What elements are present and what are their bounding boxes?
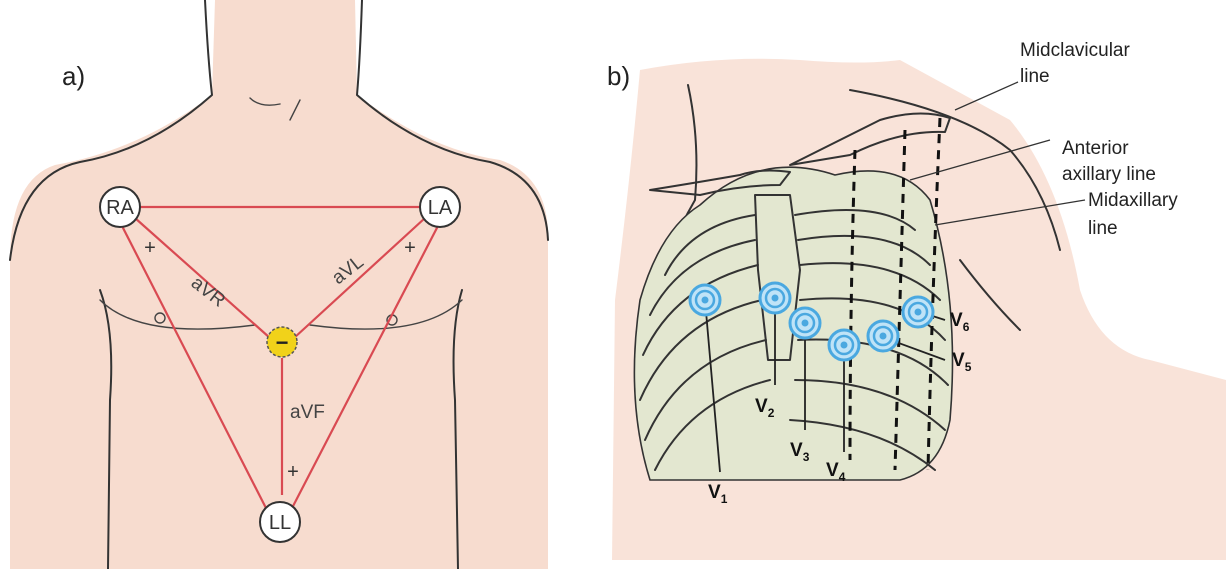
electrode-ll-label: LL bbox=[269, 512, 291, 534]
negative-pole-sign: − bbox=[276, 330, 289, 355]
plus-sign-ll: + bbox=[287, 461, 299, 483]
chest-electrode-v1 bbox=[690, 285, 720, 315]
panel-a: RA LA LL − + + + aVR aVL aVF a) bbox=[10, 0, 548, 569]
chest-electrode-v2 bbox=[760, 283, 790, 313]
torso-a bbox=[10, 0, 548, 569]
plus-sign-ra: + bbox=[144, 237, 156, 259]
chest-electrode-v3 bbox=[790, 308, 820, 338]
annotation-midclavicular-line-1: Midclavicular bbox=[1020, 40, 1130, 61]
plus-sign-la: + bbox=[404, 237, 416, 259]
electrode-la-label: LA bbox=[428, 197, 453, 219]
electrode-ll: LL bbox=[260, 502, 300, 542]
lead-label-avf: aVF bbox=[290, 402, 325, 423]
chest-electrode-v6 bbox=[903, 297, 933, 327]
panel-a-label: a) bbox=[62, 61, 85, 91]
annotation-anterior-axillary-line-1: Anterior bbox=[1062, 138, 1129, 159]
annotation-midaxillary-line-1: Midaxillary bbox=[1088, 190, 1178, 211]
annotation-anterior-axillary-line-2: axillary line bbox=[1062, 164, 1156, 185]
chest-electrode-v5 bbox=[868, 321, 898, 351]
electrode-la: LA bbox=[420, 187, 460, 227]
chest-electrode-v4 bbox=[829, 330, 859, 360]
panel-b: V1 V2 V3 V4 V5 V6 Midclavicular line Ant… bbox=[607, 40, 1226, 560]
electrode-ra-label: RA bbox=[106, 197, 134, 219]
annotation-midclavicular-line-2: line bbox=[1020, 66, 1050, 87]
annotation-midaxillary-line-2: line bbox=[1088, 218, 1118, 239]
electrode-ra: RA bbox=[100, 187, 140, 227]
panel-b-label: b) bbox=[607, 61, 630, 91]
negative-pole: − bbox=[267, 327, 297, 357]
